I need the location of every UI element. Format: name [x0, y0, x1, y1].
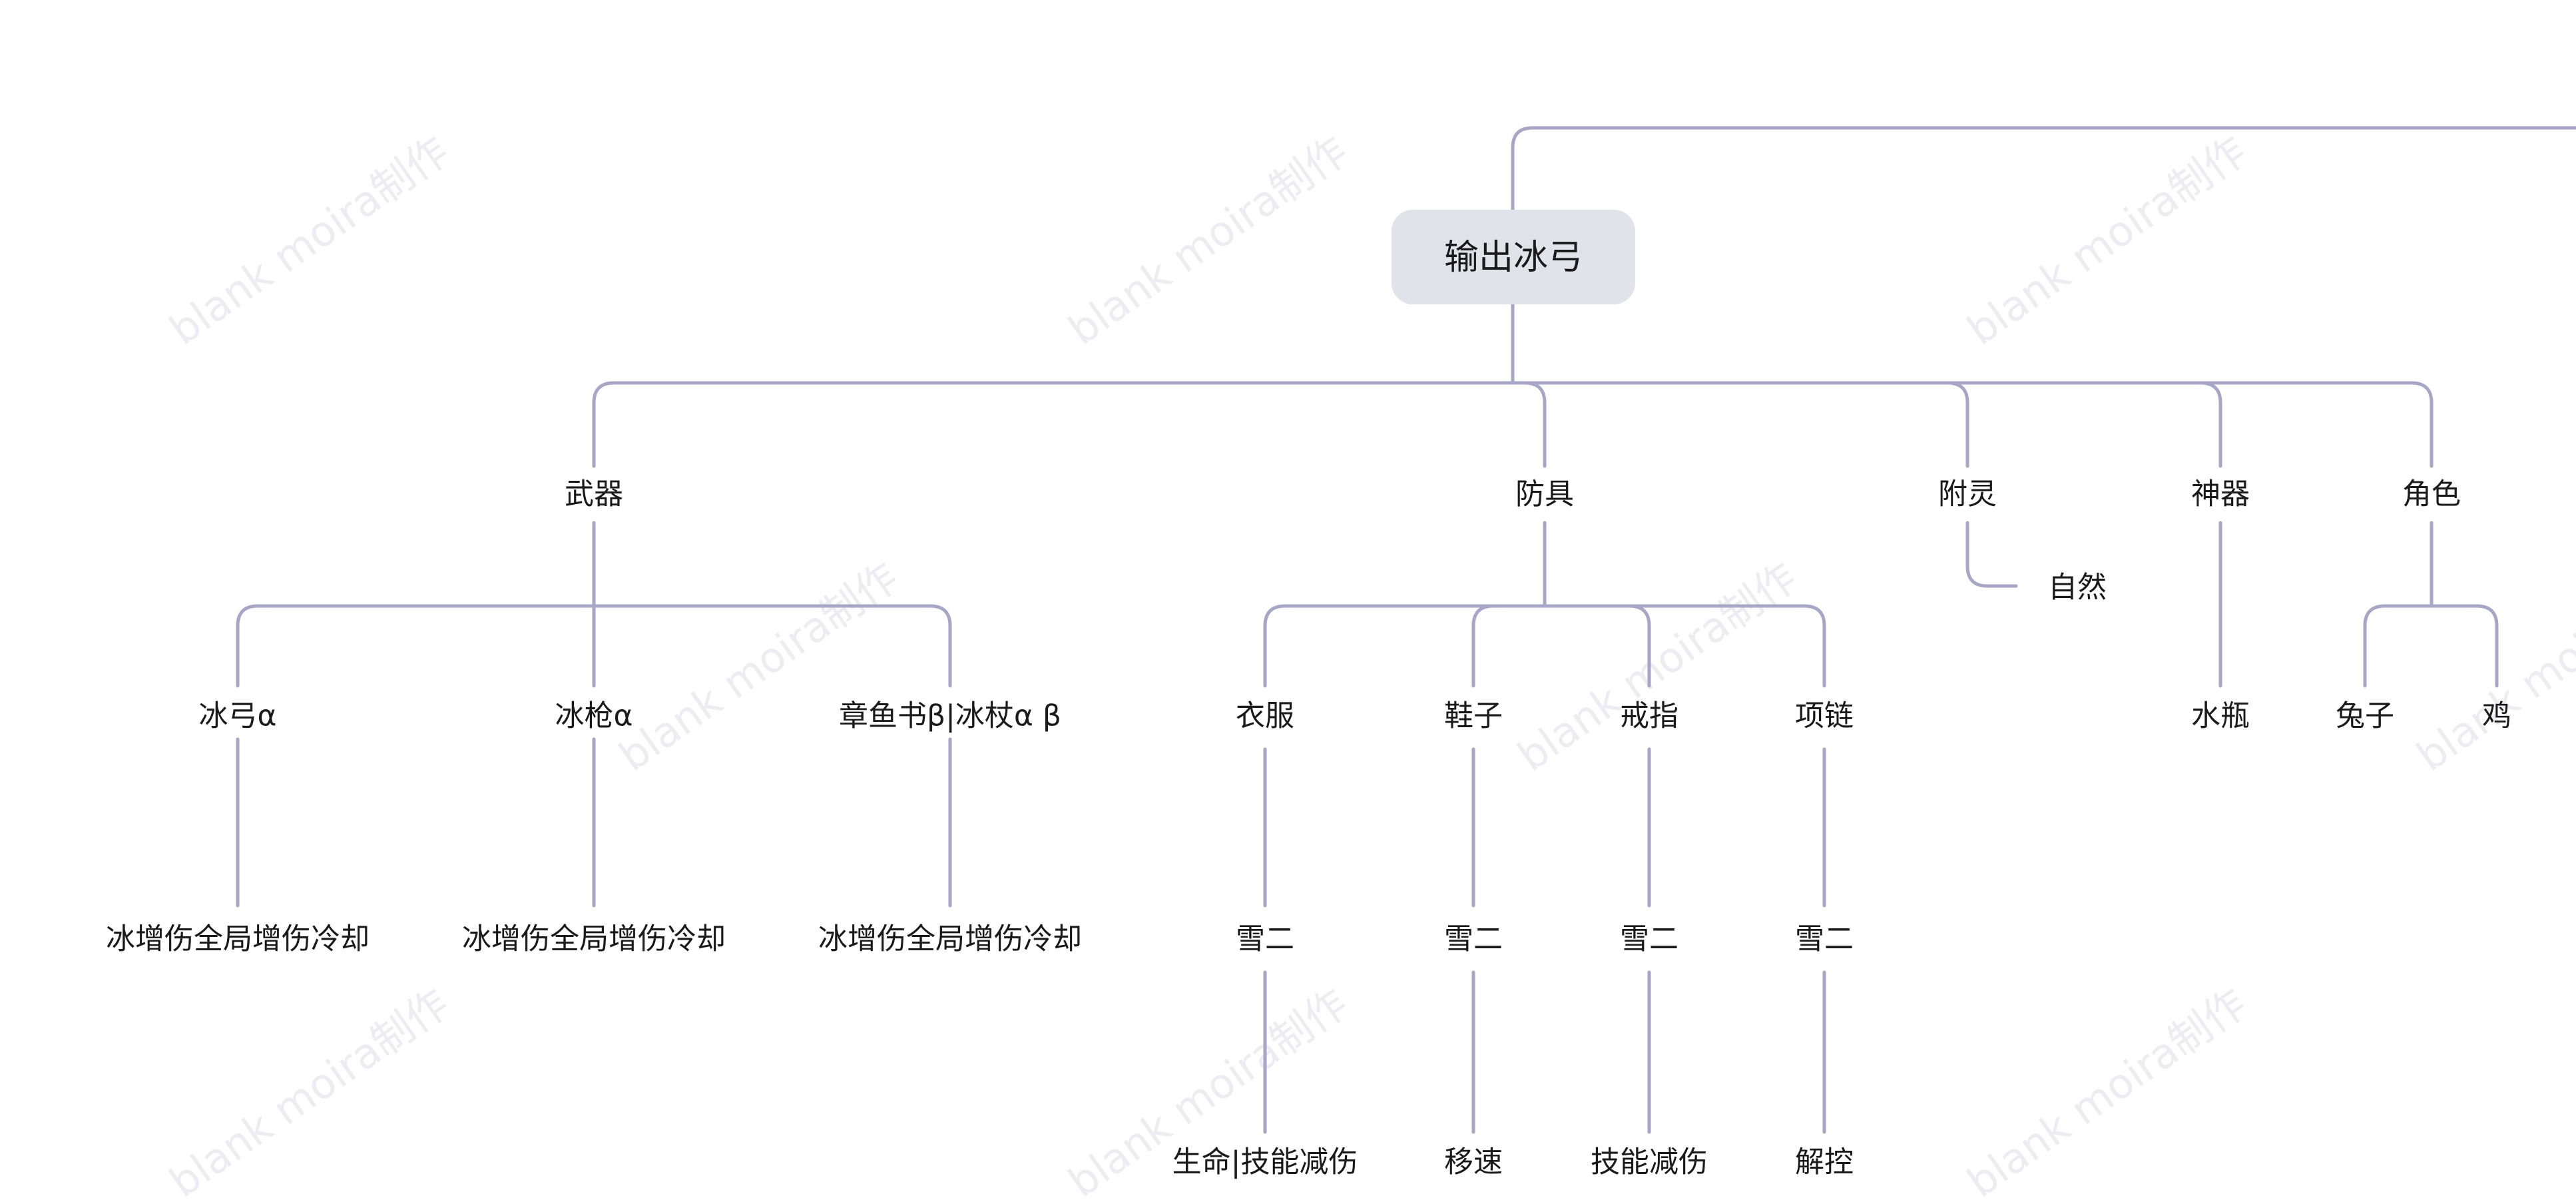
watermark-text: blank moira制作 — [2408, 553, 2576, 780]
node-rabbit[interactable]: 兔子 — [2336, 699, 2394, 733]
node-water-bottle[interactable]: 水瓶 — [2191, 699, 2250, 733]
node-enchant[interactable]: 附灵 — [1938, 477, 1997, 511]
node-role[interactable]: 角色 — [2402, 477, 2461, 511]
connector-weapon-right — [592, 604, 952, 688]
node-clothes-snow[interactable]: 雪二 — [1236, 922, 1294, 956]
node-necklace[interactable]: 项链 — [1795, 699, 1854, 733]
connector-lines — [236, 126, 2576, 1134]
node-ring-snow[interactable]: 雪二 — [1620, 922, 1678, 956]
node-nature[interactable]: 自然 — [2048, 571, 2107, 605]
watermark-text: blank moira制作 — [1060, 127, 1356, 354]
node-ice-spear[interactable]: 冰枪α — [555, 699, 633, 733]
node-octopus-book[interactable]: 章鱼书β|冰杖α β — [839, 699, 1061, 733]
root-node[interactable]: 输出冰弓 — [1392, 210, 1635, 304]
node-necklace-stat[interactable]: 解控 — [1795, 1145, 1854, 1179]
connector-armor-shoes — [1471, 604, 1547, 688]
node-artifact[interactable]: 神器 — [2191, 477, 2250, 511]
node-shoes-stat[interactable]: 移速 — [1444, 1145, 1503, 1179]
node-necklace-snow[interactable]: 雪二 — [1795, 922, 1854, 956]
connector-role-chicken — [2430, 604, 2499, 688]
connector-enchant-nature — [1965, 521, 2018, 588]
connector-armor-necklace — [1543, 604, 1826, 688]
watermark-text: blank moira制作 — [1959, 127, 2255, 354]
node-ring-stat[interactable]: 技能减伤 — [1591, 1145, 1708, 1179]
watermark-text: blank moira制作 — [1959, 979, 2255, 1204]
node-ice-bow[interactable]: 冰弓α — [198, 699, 276, 733]
connector-bus-armor — [1511, 381, 1547, 468]
connector-root-outgoing — [1511, 126, 2576, 215]
node-octopus-book-effect[interactable]: 冰增伤全局增伤冷却 — [818, 922, 1082, 956]
node-weapon[interactable]: 武器 — [565, 477, 623, 511]
watermark-text: blank moira制作 — [611, 553, 907, 780]
watermark-text: blank moira制作 — [161, 127, 457, 354]
node-clothes-stat[interactable]: 生命|技能减伤 — [1172, 1145, 1358, 1179]
connector-bus-role — [1511, 381, 2434, 468]
watermark-text: blank moira制作 — [1509, 553, 1806, 780]
connector-armor-clothes — [1263, 604, 1547, 688]
root-node-box — [1392, 210, 1635, 304]
root-node-label: 输出冰弓 — [1444, 238, 1583, 278]
node-ice-spear-effect[interactable]: 冰增伤全局增伤冷却 — [462, 922, 726, 956]
node-clothes[interactable]: 衣服 — [1236, 699, 1294, 733]
connector-weapon-left — [236, 604, 596, 688]
node-ring[interactable]: 戒指 — [1620, 699, 1678, 733]
watermark-text: blank moira制作 — [0, 553, 8, 780]
connector-bus-enchant — [1511, 381, 1969, 468]
watermark-text: blank moira制作 — [161, 979, 457, 1204]
node-chicken[interactable]: 鸡 — [2482, 699, 2511, 733]
connector-role-rabbit — [2363, 604, 2434, 688]
node-ice-bow-effect[interactable]: 冰增伤全局增伤冷却 — [106, 922, 370, 956]
node-armor[interactable]: 防具 — [1515, 477, 1574, 511]
node-shoes-snow[interactable]: 雪二 — [1444, 922, 1503, 956]
connector-bus-artifact — [1511, 381, 2222, 468]
connector-bus-weapon — [592, 381, 1515, 468]
node-shoes[interactable]: 鞋子 — [1444, 699, 1503, 733]
